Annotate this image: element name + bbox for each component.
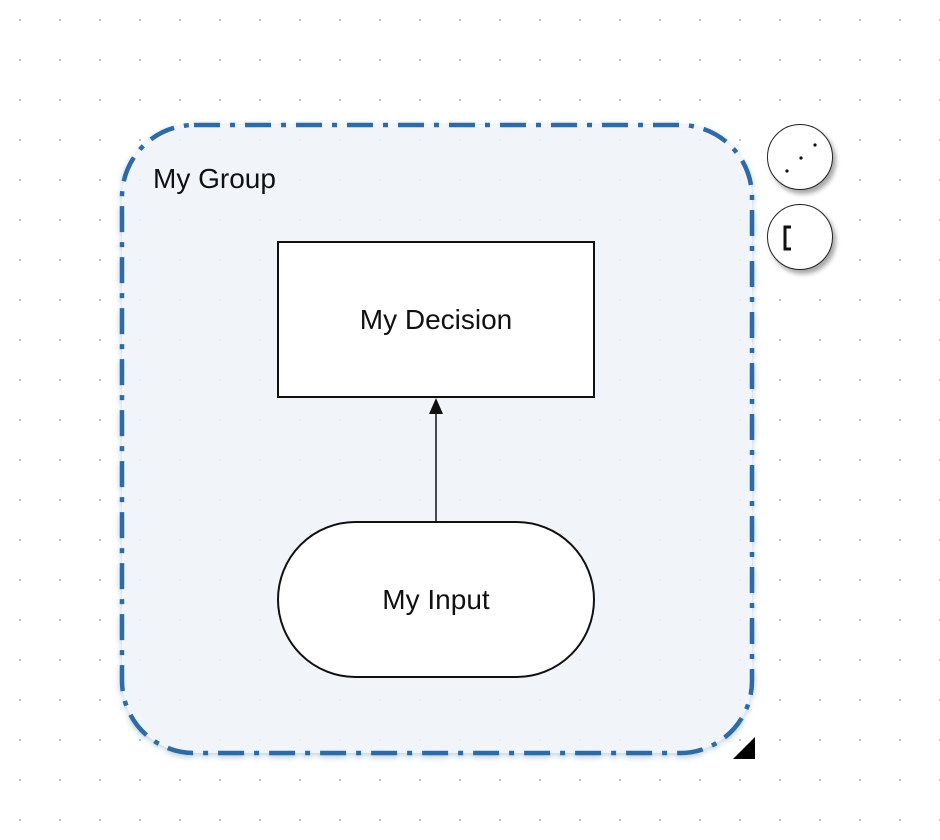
- arrowhead-icon: [429, 398, 443, 414]
- bracket-icon: [783, 225, 791, 251]
- bracket-button[interactable]: [767, 204, 833, 270]
- resize-handle-icon[interactable]: [733, 737, 755, 759]
- dots-icon: [785, 143, 817, 173]
- group-label: My Group: [153, 163, 276, 194]
- input-node-label: My Input: [382, 583, 490, 615]
- decision-node-label: My Decision: [359, 303, 513, 335]
- dots-button[interactable]: [767, 124, 833, 190]
- decision-node[interactable]: My Decision: [277, 241, 595, 398]
- input-node[interactable]: My Input: [277, 521, 595, 678]
